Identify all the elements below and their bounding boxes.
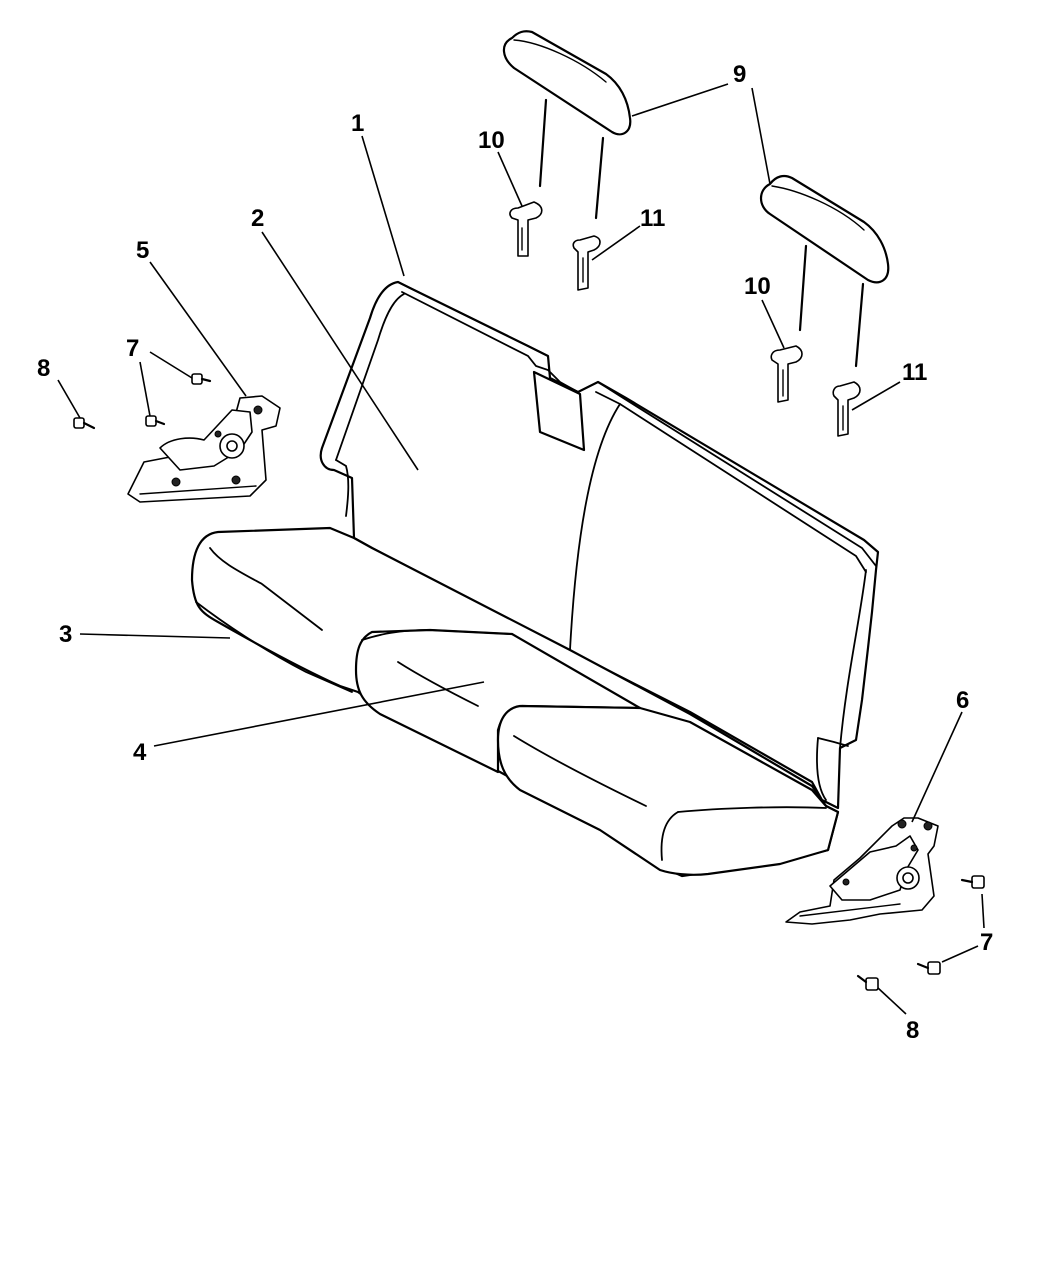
bolt-7-left-a <box>191 373 212 385</box>
headrest-right <box>759 174 890 368</box>
seat-hinge-right <box>785 817 939 925</box>
seat-back-frame <box>319 280 880 810</box>
seat-back <box>319 280 880 810</box>
callout-6: 6 <box>956 687 969 714</box>
bolt-8-right <box>856 974 879 991</box>
headrest-guide-11-right <box>832 381 861 437</box>
bolt-8-left <box>73 417 96 430</box>
callout-10-left: 10 <box>478 127 505 154</box>
callout-7-left: 7 <box>126 335 139 362</box>
seat-cushion <box>190 526 840 878</box>
callout-8-left: 8 <box>37 355 50 382</box>
headrest-guide-10-right <box>770 345 803 403</box>
callout-11-right: 11 <box>902 359 927 386</box>
callout-11-left: 11 <box>640 205 665 232</box>
leader-lines <box>57 83 985 1015</box>
callout-5: 5 <box>136 237 149 264</box>
callout-10-right: 10 <box>744 273 771 300</box>
seat-hinge-left <box>127 395 281 503</box>
callout-2: 2 <box>251 205 264 232</box>
bolt-7-left-b <box>145 415 166 427</box>
callout-7-right: 7 <box>980 929 993 956</box>
callout-9-left: 9 <box>733 61 746 88</box>
bolt-7-right-a <box>960 875 985 889</box>
headrest-left <box>502 30 632 220</box>
callout-4: 4 <box>133 739 147 766</box>
callout-8-right: 8 <box>906 1017 919 1044</box>
bolt-7-right-b <box>916 961 941 975</box>
headrest-guide-11-left <box>572 235 601 291</box>
callout-1: 1 <box>351 110 364 137</box>
callout-3: 3 <box>59 621 72 648</box>
headrest-guide-10-left <box>509 201 543 257</box>
